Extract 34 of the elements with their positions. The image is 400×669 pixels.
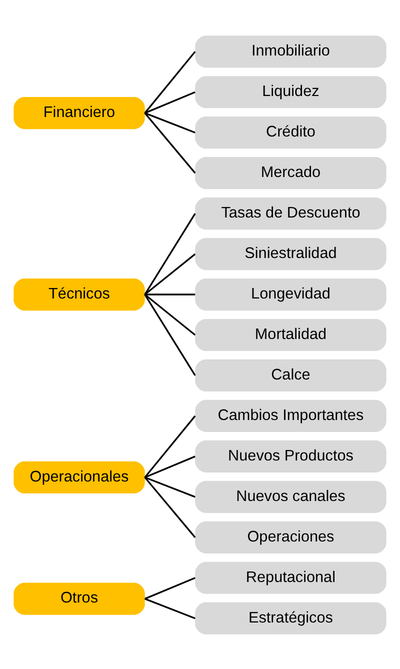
node-box: Otros (14, 582, 145, 614)
node-box: Liquidez (195, 76, 386, 108)
connector (144, 112, 196, 133)
node-box: Operaciones (195, 520, 386, 553)
node-box: Financiero (14, 96, 145, 129)
node-box: Mercado (195, 156, 386, 189)
node-box: Crédito (195, 116, 386, 148)
node-box: Tasas de Descuento (195, 197, 386, 230)
node-box: Siniestralidad (195, 237, 386, 270)
connector (144, 293, 196, 336)
node-box: Reputacional (195, 561, 386, 594)
connector (144, 252, 196, 295)
connector (144, 212, 196, 294)
connector (144, 476, 196, 538)
connector (144, 476, 196, 498)
connector (144, 112, 196, 174)
node-box: Nuevos Productos (195, 440, 386, 472)
node-box: Longevidad (195, 278, 386, 310)
connector (144, 576, 196, 600)
node-box: Mortalidad (195, 318, 386, 351)
connector (144, 50, 196, 114)
connector (144, 598, 196, 619)
connector (144, 455, 196, 478)
node-box: Nuevos canales (195, 480, 386, 512)
node-box: Inmobiliario (195, 35, 386, 68)
connector (144, 293, 196, 295)
node-box: Operacionales (14, 460, 145, 493)
node-box: Cambios Importantes (195, 399, 386, 432)
node-box: Calce (195, 358, 386, 392)
connector (144, 90, 196, 114)
connector (144, 294, 196, 376)
connector (144, 414, 196, 478)
node-box: Estratégicos (195, 602, 386, 634)
node-box: Técnicos (14, 278, 145, 310)
